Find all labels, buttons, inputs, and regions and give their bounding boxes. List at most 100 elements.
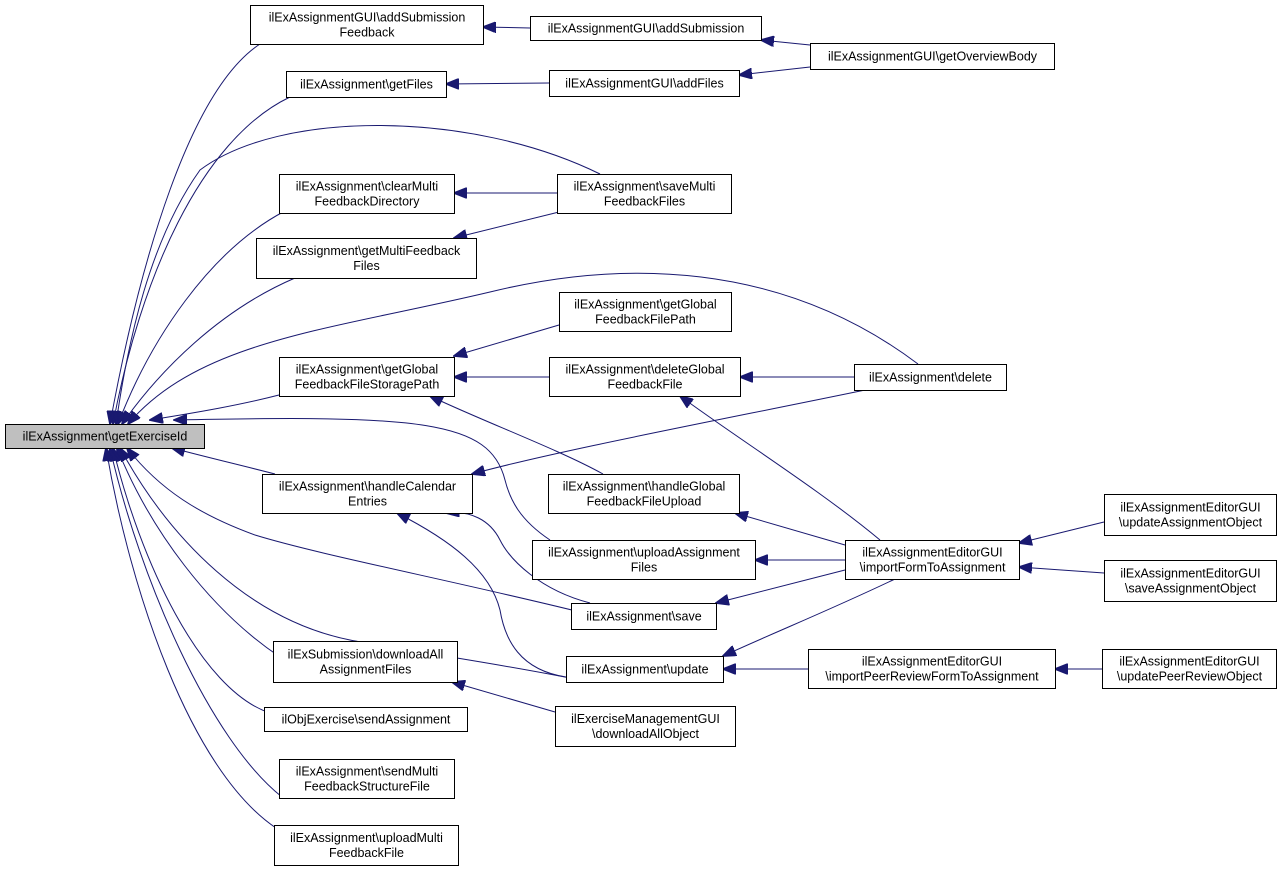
node-guiAddSubmission[interactable]: ilExAssignmentGUI\addSubmission (530, 16, 762, 41)
edge-sendMulti-to-getExerciseId (110, 448, 283, 798)
node-updateAssignmentObject[interactable]: ilExAssignmentEditorGUI\updateAssignment… (1104, 494, 1277, 536)
node-label-line: \importPeerReviewFormToAssignment (825, 670, 1039, 684)
node-update[interactable]: ilExAssignment\update (566, 656, 724, 683)
node-label-line: ilExAssignment\getMultiFeedback (273, 244, 461, 258)
node-getExerciseId[interactable]: ilExAssignment\getExerciseId (5, 424, 205, 449)
node-label-line: ilExAssignmentEditorGUI (862, 546, 1002, 560)
edge-updateAssignmentObject-to-importForm (1019, 521, 1105, 543)
node-label-line: ilExAssignment\clearMulti (296, 180, 438, 194)
node-box (555, 706, 736, 747)
node-box (559, 292, 732, 332)
node-label-line: FeedbackStructureFile (304, 780, 430, 794)
edge-sendAssignment-to-getExerciseId (113, 448, 271, 714)
edges (106, 27, 1105, 829)
node-updatePeer[interactable]: ilExAssignmentEditorGUI\updatePeerReview… (1102, 649, 1277, 689)
node-label-line: FeedbackFile (607, 378, 682, 392)
edge-getMultiFeedback-to-getExerciseId (122, 277, 296, 424)
edge-guiAddSubmission-to-guiAddSubmissionFeedback (483, 27, 531, 28)
node-box (532, 540, 756, 580)
node-label-line: Entries (348, 495, 387, 509)
node-save[interactable]: ilExAssignment\save (571, 603, 717, 630)
node-label-line: FeedbackFiles (604, 195, 685, 209)
edge-update-to-handleCalendar (397, 513, 567, 678)
node-box (5, 424, 205, 449)
node-label-line: ilExAssignment\update (581, 663, 708, 677)
edge-getGlobalPath-to-getGlobalStorage (454, 324, 560, 356)
edge-delete-to-handleCalendar (472, 388, 871, 474)
node-label-line: Feedback (340, 26, 396, 40)
node-box (571, 603, 717, 630)
node-box (845, 540, 1020, 580)
node-box (530, 16, 762, 41)
node-importPeer[interactable]: ilExAssignmentEditorGUI\importPeerReview… (808, 649, 1056, 689)
node-label-line: \updatePeerReviewObject (1117, 670, 1263, 684)
node-box (557, 174, 732, 214)
node-importForm[interactable]: ilExAssignmentEditorGUI\importFormToAssi… (845, 540, 1020, 580)
node-getGlobalStorage[interactable]: ilExAssignment\getGlobalFeedbackFileStor… (279, 357, 455, 397)
node-label-line: FeedbackFile (329, 846, 404, 860)
node-box (549, 70, 740, 97)
edge-save-to-handleCalendar (446, 512, 591, 604)
edge-importForm-to-save (716, 569, 846, 603)
node-delete[interactable]: ilExAssignment\delete (854, 364, 1007, 391)
node-label-line: ilExAssignment\getFiles (300, 78, 433, 92)
node-downloadAll[interactable]: ilExSubmission\downloadAllAssignmentFile… (273, 641, 458, 683)
edge-saveAssignmentObject-to-importForm (1019, 567, 1105, 574)
edge-saveMulti-to-getMultiFeedback (454, 211, 560, 238)
node-sendAssignment[interactable]: ilObjExercise\sendAssignment (264, 707, 468, 732)
node-getFiles[interactable]: ilExAssignment\getFiles (286, 71, 447, 98)
node-label-line: AssignmentFiles (320, 663, 412, 677)
edge-saveMulti-to-getExerciseId (116, 125, 601, 424)
node-label-line: ilExAssignment\uploadAssignment (548, 546, 740, 560)
node-downloadAllObject[interactable]: ilExerciseManagementGUI\downloadAllObjec… (555, 706, 736, 747)
node-label-line: ilExAssignmentGUI\addFiles (565, 77, 723, 91)
node-box (1102, 649, 1277, 689)
node-label-line: ilExAssignment\saveMulti (574, 180, 716, 194)
node-label-line: ilObjExercise\sendAssignment (282, 713, 451, 727)
nodes: ilExAssignment\getExerciseId ilExAssignme… (5, 5, 1277, 866)
node-label-line: FeedbackFileStoragePath (295, 378, 440, 392)
edge-handleGlobal-to-getGlobalStorage (430, 396, 604, 475)
node-label-line: ilExAssignmentGUI\addSubmission (548, 22, 745, 36)
node-box (808, 649, 1056, 689)
node-label-line: ilExAssignmentGUI\getOverviewBody (828, 50, 1038, 64)
edge-delete-to-getExerciseId (128, 272, 919, 424)
node-guiGetOverviewBody[interactable]: ilExAssignmentGUI\getOverviewBody (810, 43, 1055, 70)
node-box (279, 174, 455, 214)
node-label-line: ilExAssignmentEditorGUI (862, 655, 1002, 669)
node-guiAddFiles[interactable]: ilExAssignmentGUI\addFiles (549, 70, 740, 97)
edge-guiAddFiles-to-getFiles (446, 83, 550, 84)
node-label-line: Files (631, 561, 657, 575)
edge-clearMulti-to-getExerciseId (118, 210, 286, 424)
node-label-line: \downloadAllObject (592, 727, 700, 741)
node-label-line: ilExAssignment\getGlobal (296, 363, 438, 377)
node-label-line: ilExAssignment\handleCalendar (279, 480, 456, 494)
node-label-line: ilExAssignment\handleGlobal (563, 480, 726, 494)
node-box (549, 357, 741, 397)
node-box (279, 357, 455, 397)
node-clearMulti[interactable]: ilExAssignment\clearMultiFeedbackDirecto… (279, 174, 455, 214)
edge-save-to-getExerciseId (127, 448, 581, 613)
node-handleGlobal[interactable]: ilExAssignment\handleGlobalFeedbackFileU… (548, 474, 740, 514)
node-saveAssignmentObject[interactable]: ilExAssignmentEditorGUI\saveAssignmentOb… (1104, 560, 1277, 602)
node-label-line: ilExSubmission\downloadAll (288, 648, 444, 662)
node-label-line: ilExAssignment\deleteGlobal (565, 363, 724, 377)
node-box (286, 71, 447, 98)
edge-guiAddSubmissionFeedback-to-getExerciseId (110, 43, 261, 424)
node-label-line: Files (353, 259, 379, 273)
node-label-line: ilExAssignment\uploadMulti (290, 831, 443, 845)
node-label-line: FeedbackFilePath (595, 313, 696, 327)
node-box (1104, 494, 1277, 536)
node-label-line: ilExAssignment\sendMulti (296, 765, 438, 779)
node-label-line: \saveAssignmentObject (1125, 582, 1257, 596)
node-box (548, 474, 740, 514)
node-sendMulti[interactable]: ilExAssignment\sendMultiFeedbackStructur… (279, 759, 455, 799)
